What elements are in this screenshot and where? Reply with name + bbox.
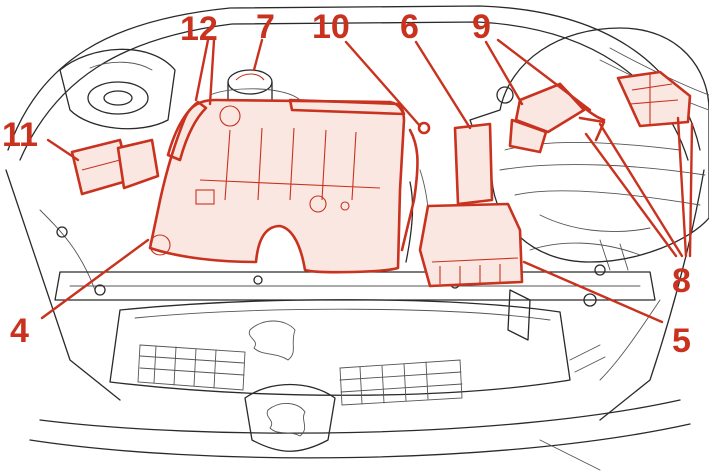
engine-bay-linework (5, 5, 705, 471)
engine-cover-part (148, 98, 406, 274)
callout-10: 10 (312, 8, 350, 46)
leader-lines (40, 38, 694, 324)
callout-9: 9 (472, 8, 491, 46)
leader-9a (484, 40, 524, 106)
fuse-box-face (81, 159, 121, 171)
fuse-relay-block-detail (629, 74, 679, 124)
relay-cable (558, 82, 606, 122)
dipstick-handle (417, 121, 431, 135)
callout-labels: 11 12 7 10 6 9 8 5 4 (2, 8, 691, 360)
leader-4 (40, 238, 150, 320)
dipstick-part (400, 128, 419, 252)
expansion-tank-cap (235, 73, 265, 81)
oil-filler-cap (149, 234, 171, 256)
air-filter-ribs (431, 257, 519, 284)
leader-9b (496, 38, 592, 112)
coil-rail-part (166, 100, 208, 162)
fuse-relay-block-part (616, 70, 692, 128)
leader-8c (676, 116, 688, 258)
engine-cover-bolt-small (340, 201, 350, 211)
callout-12: 12 (180, 10, 218, 48)
callout-4: 4 (10, 312, 29, 350)
leader-8a (584, 132, 678, 258)
relay-bracket (578, 116, 606, 142)
leader-5 (522, 260, 664, 324)
relay-part-2 (508, 118, 548, 154)
leader-7 (252, 38, 264, 72)
fluid-reservoir-part (453, 122, 494, 206)
callout-7: 7 (256, 8, 275, 46)
callout-6: 6 (400, 8, 419, 46)
leader-8b (598, 122, 684, 258)
coil-rail-back (288, 98, 406, 116)
leader-8d (688, 122, 694, 258)
leader-12b (208, 38, 216, 106)
leader-10 (344, 40, 422, 128)
engine-cover-ribs (199, 127, 381, 201)
leader-12a (194, 38, 210, 102)
leader-11 (46, 138, 80, 162)
callout-8: 8 (672, 262, 691, 300)
highlighted-components (70, 70, 692, 288)
engine-cover-cap (219, 105, 241, 127)
leader-6 (414, 40, 472, 130)
air-filter-part (418, 202, 524, 288)
battery-part (116, 138, 160, 190)
callout-11: 11 (2, 116, 38, 154)
callout-5: 5 (672, 322, 691, 360)
relay-part (514, 82, 586, 134)
engine-cover-badge (195, 189, 215, 205)
engine-cover-bolt (309, 195, 327, 213)
